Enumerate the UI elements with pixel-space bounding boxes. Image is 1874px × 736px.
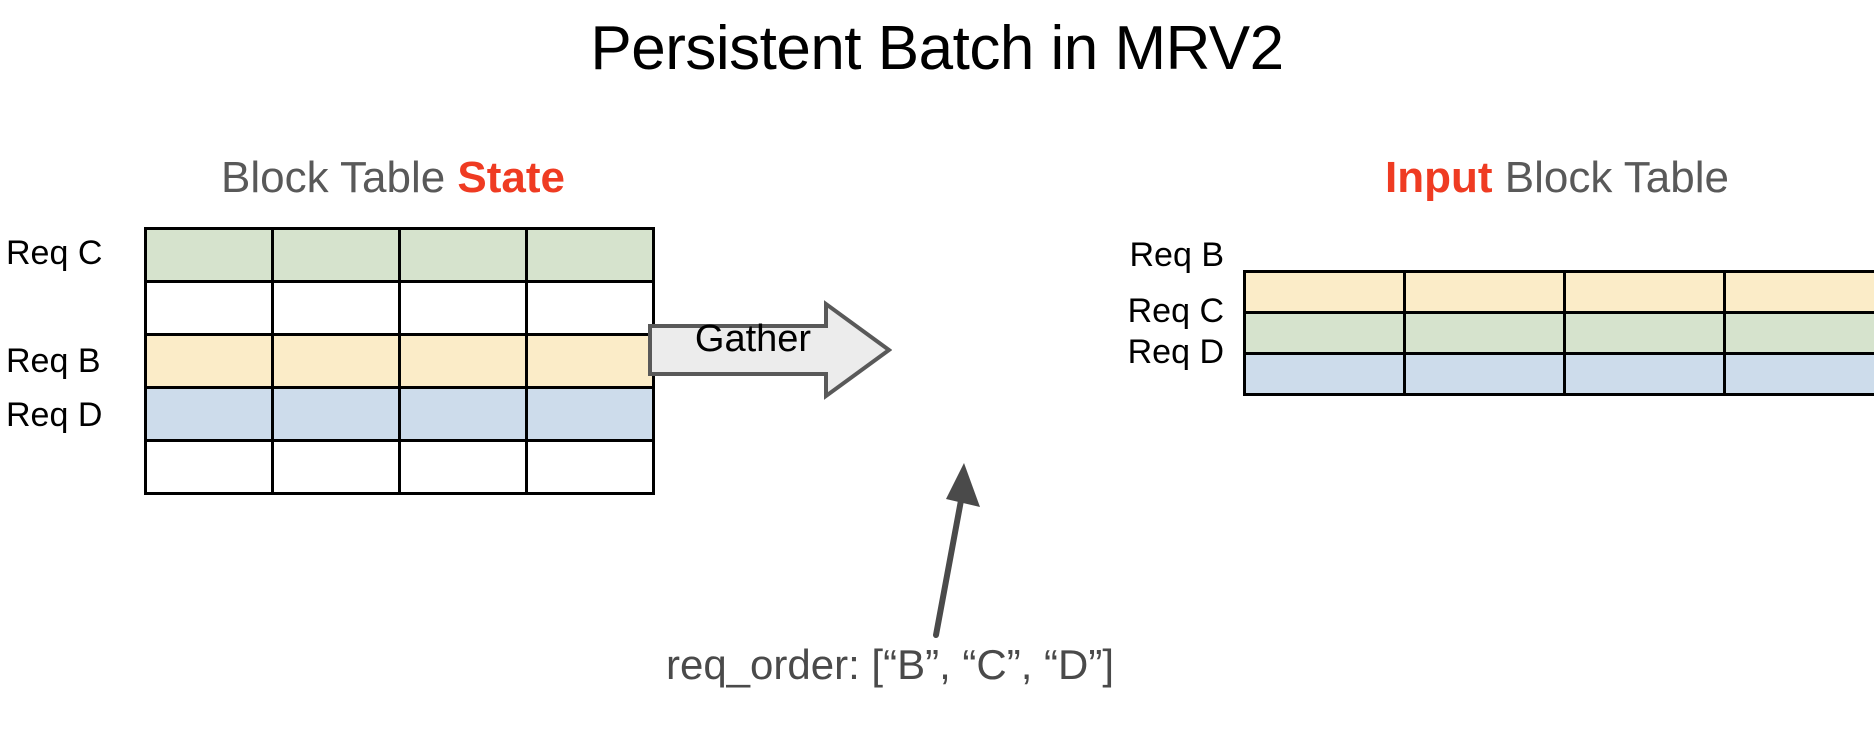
page-title: Persistent Batch in MRV2 <box>590 14 1284 83</box>
block-table-input-cell <box>1563 270 1726 314</box>
block-table-state-cell <box>271 280 401 336</box>
block-table-input-row <box>1243 352 1874 396</box>
block-table-state-row <box>144 439 655 495</box>
block-table-state-cell <box>271 386 401 442</box>
row-label-state-req-d: Req D <box>6 396 103 434</box>
block-table-input-cell <box>1243 352 1406 396</box>
block-table-input-cell <box>1723 352 1874 396</box>
heading-right-highlight: Input <box>1385 153 1493 202</box>
block-table-input-cell <box>1243 311 1406 355</box>
block-table-state-row <box>144 333 655 389</box>
block-table-state-heading: Block Table State <box>145 152 641 204</box>
block-table-state-body <box>144 227 655 495</box>
heading-right-suffix: Block Table <box>1492 153 1729 202</box>
block-table-input-row <box>1243 311 1874 355</box>
block-table-state-cell <box>398 386 528 442</box>
block-table-input-cell <box>1403 311 1566 355</box>
block-table-state-cell <box>144 333 274 389</box>
gather-label: Gather <box>694 318 812 360</box>
block-table-state <box>144 227 655 495</box>
block-table-state-cell <box>144 439 274 495</box>
block-table-state-cell <box>271 439 401 495</box>
block-table-input-cell <box>1243 270 1406 314</box>
input-block-table-heading: Input Block Table <box>1243 152 1871 204</box>
block-table-state-cell <box>525 280 655 336</box>
block-table-state-row <box>144 227 655 283</box>
block-table-state-cell <box>271 227 401 283</box>
block-table-input-cell <box>1563 352 1726 396</box>
row-label-state-req-b: Req B <box>6 342 101 380</box>
gather-arrow-icon <box>648 300 892 400</box>
block-table-state-cell <box>144 386 274 442</box>
block-table-state-row <box>144 280 655 336</box>
block-table-state-cell <box>398 333 528 389</box>
req-order-pointer-arrow-icon <box>933 463 980 638</box>
block-table-state-cell <box>398 280 528 336</box>
block-table-input-cell <box>1563 311 1726 355</box>
block-table-input-cell <box>1403 352 1566 396</box>
req-order-caption: req_order: [“B”, “C”, “D”] <box>665 641 1115 688</box>
block-table-state-cell <box>525 386 655 442</box>
block-table-input <box>1243 270 1874 396</box>
block-table-input-body <box>1243 270 1874 396</box>
block-table-state-cell <box>525 439 655 495</box>
block-table-state-row <box>144 386 655 442</box>
row-label-state-req-c: Req C <box>6 234 103 272</box>
block-table-state-cell <box>144 280 274 336</box>
block-table-state-cell <box>525 333 655 389</box>
block-table-state-cell <box>271 333 401 389</box>
heading-left-highlight: State <box>457 153 566 202</box>
block-table-input-cell <box>1403 270 1566 314</box>
block-table-input-cell <box>1723 270 1874 314</box>
block-table-state-cell <box>398 227 528 283</box>
heading-left-prefix: Block Table <box>220 153 458 202</box>
block-table-state-cell <box>525 227 655 283</box>
block-table-state-cell <box>144 227 274 283</box>
row-label-input-req-c: Req C <box>1127 292 1224 330</box>
block-table-input-cell <box>1723 311 1874 355</box>
block-table-input-row <box>1243 270 1874 314</box>
row-label-input-req-b: Req B <box>1129 236 1225 274</box>
row-label-input-req-d: Req D <box>1127 333 1224 371</box>
block-table-state-cell <box>398 439 528 495</box>
